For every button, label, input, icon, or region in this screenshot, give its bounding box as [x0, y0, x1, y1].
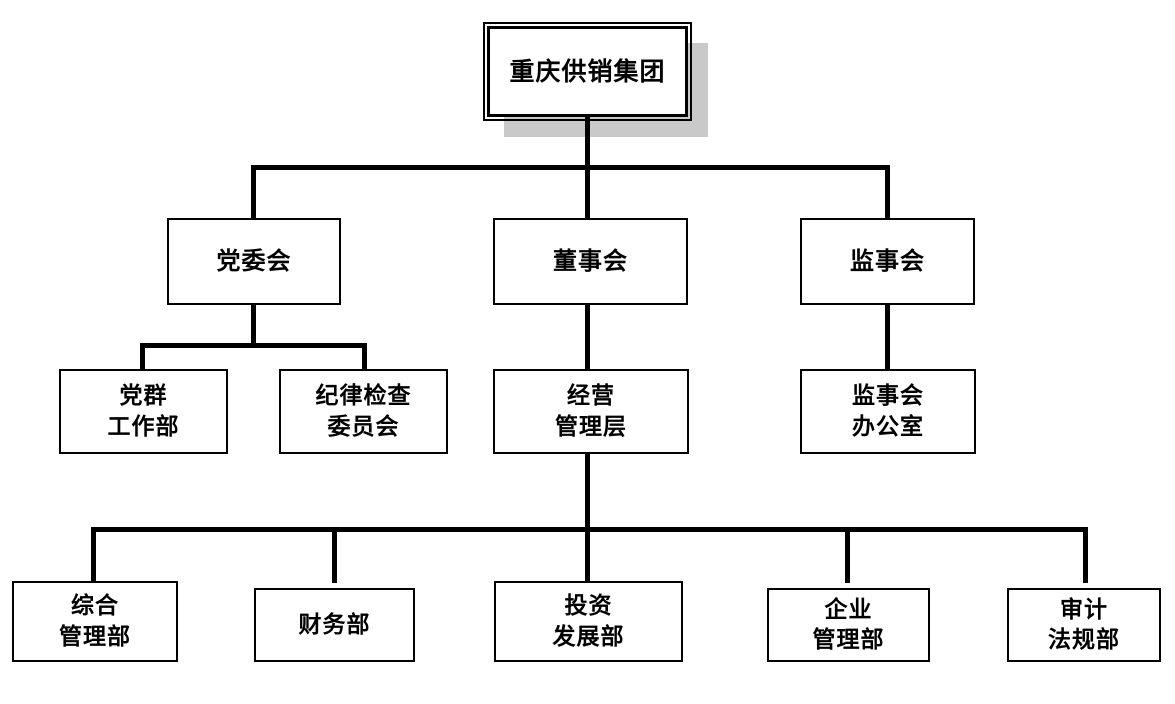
connector-drop-enterprise-management-dept — [845, 527, 850, 583]
connector-board-of-supervisors-to-office — [885, 305, 890, 383]
connector-party-committee-down — [251, 305, 256, 347]
node-management-level-line2: 管理层 — [555, 413, 627, 440]
connector-level2-bus — [251, 165, 890, 170]
connector-drop-finance-dept — [332, 527, 337, 583]
node-investment-development-dept[interactable]: 投资 发展部 — [494, 581, 683, 662]
node-party-committee-label: 党委会 — [216, 246, 292, 275]
node-board-of-directors-label: 董事会 — [553, 246, 628, 275]
node-general-management-dept[interactable]: 综合 管理部 — [12, 581, 178, 662]
connector-party-committee-bus — [140, 343, 367, 348]
node-discipline-inspection-commission-line2: 委员会 — [327, 413, 400, 440]
node-general-management-dept-line1: 综合 — [71, 593, 119, 620]
node-general-management-dept-line2: 管理部 — [59, 623, 131, 650]
node-audit-regulations-dept-line1: 审计 — [1060, 596, 1108, 623]
connector-drop-party-mass-work-dept — [140, 343, 145, 383]
node-finance-dept-line1: 财务部 — [298, 611, 371, 638]
node-investment-development-dept-line2: 发展部 — [552, 623, 625, 650]
node-discipline-inspection-commission-line1: 纪律检查 — [315, 383, 412, 410]
connector-drop-audit-regulations-dept — [1083, 527, 1088, 583]
node-discipline-inspection-commission[interactable]: 纪律检查 委员会 — [279, 369, 448, 454]
node-audit-regulations-dept-line2: 法规部 — [1048, 627, 1120, 653]
node-enterprise-management-dept[interactable]: 企业 管理部 — [767, 588, 930, 662]
connector-drop-investment-development-dept — [585, 527, 590, 583]
connector-drop-general-management-dept — [91, 527, 96, 583]
node-party-committee[interactable]: 党委会 — [167, 218, 341, 305]
node-party-mass-work-dept-line1: 党群 — [119, 383, 168, 410]
connector-drop-board-of-supervisors — [885, 165, 890, 220]
node-audit-regulations-dept[interactable]: 审计 法规部 — [1007, 588, 1161, 662]
node-board-of-supervisors[interactable]: 监事会 — [800, 218, 975, 305]
node-board-of-directors[interactable]: 董事会 — [493, 218, 688, 305]
node-supervisors-office[interactable]: 监事会 办公室 — [800, 369, 976, 454]
node-management-level[interactable]: 经营 管理层 — [493, 369, 689, 454]
connector-management-down — [585, 454, 590, 531]
connector-drop-board-of-directors — [585, 165, 590, 220]
node-party-mass-work-dept[interactable]: 党群 工作部 — [59, 369, 228, 454]
node-root[interactable]: 重庆供销集团 — [483, 22, 692, 121]
node-enterprise-management-dept-line1: 企业 — [824, 596, 873, 623]
node-board-of-supervisors-label: 监事会 — [850, 246, 925, 275]
node-party-mass-work-dept-line2: 工作部 — [107, 413, 180, 440]
connector-board-of-directors-to-management — [585, 305, 590, 383]
node-enterprise-management-dept-line2: 管理部 — [812, 627, 885, 653]
node-supervisors-office-line2: 办公室 — [852, 413, 924, 440]
connector-drop-party-committee — [251, 165, 256, 220]
node-investment-development-dept-line1: 投资 — [564, 593, 613, 620]
node-management-level-line1: 经营 — [567, 383, 615, 410]
node-finance-dept[interactable]: 财务部 — [254, 588, 415, 662]
node-root-label: 重庆供销集团 — [509, 57, 666, 86]
connector-drop-discipline-inspection-commission — [362, 343, 367, 383]
connector-root-down — [585, 117, 590, 169]
node-supervisors-office-line1: 监事会 — [852, 383, 924, 410]
